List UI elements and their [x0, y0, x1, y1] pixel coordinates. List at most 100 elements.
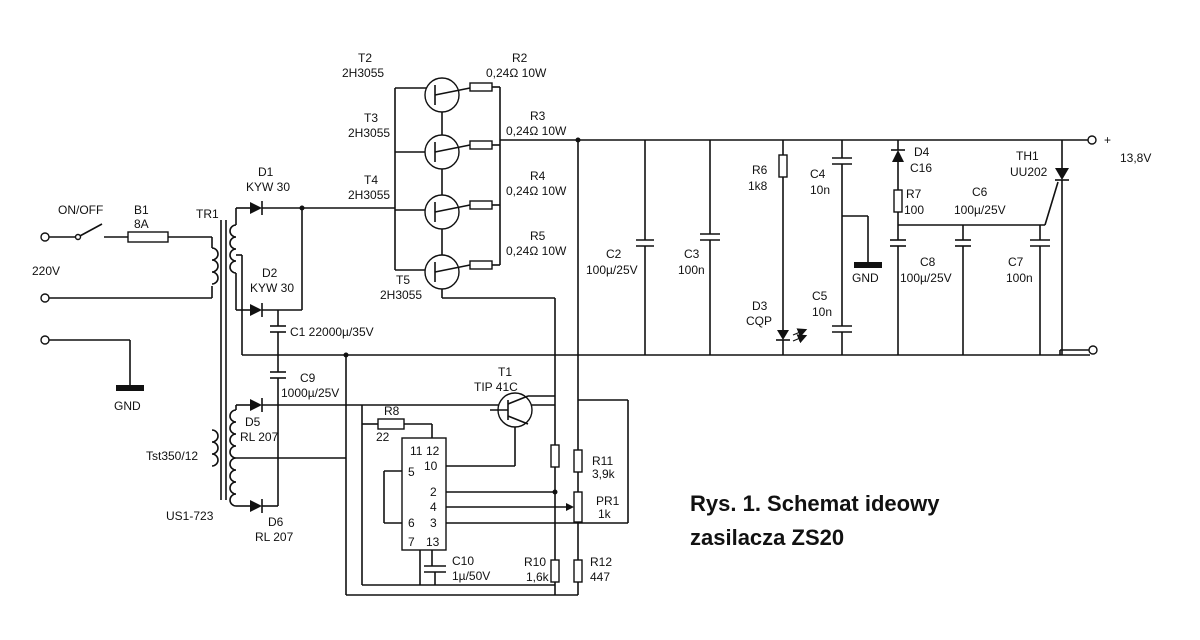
- label-d1-value: KYW 30: [246, 180, 290, 194]
- label-c2: C2: [606, 247, 622, 261]
- resistor-r4: [469, 200, 493, 210]
- transistor-t5: [424, 254, 460, 290]
- label-pin-12: 12: [426, 444, 440, 458]
- transistor-t4: [424, 194, 460, 230]
- resistor-r2: [469, 82, 493, 92]
- label-d5: D5: [245, 415, 261, 429]
- label-r12: R12: [590, 555, 612, 569]
- transistor-t3: [424, 134, 460, 170]
- aux-rectifier: [235, 352, 555, 513]
- label-gnd-middle: GND: [852, 271, 879, 285]
- label-gnd-left: GND: [114, 399, 141, 413]
- control-circuit: [345, 298, 629, 596]
- resistor-r5: [469, 260, 493, 270]
- output-terminal-plus: [1087, 135, 1097, 145]
- mains-input: [40, 223, 213, 391]
- label-c4: C4: [810, 167, 826, 181]
- label-t1: T1: [498, 365, 512, 379]
- label-r3: R3: [530, 109, 546, 123]
- label-t1-value: TIP 41C: [474, 380, 518, 394]
- label-mains: 220V: [32, 264, 60, 278]
- label-r12-value: 447: [590, 570, 610, 584]
- label-d5-value: RL 207: [240, 430, 279, 444]
- label-r11: R11: [592, 454, 613, 468]
- label-pin-6: 6: [408, 516, 415, 530]
- label-r7: R7: [906, 187, 922, 201]
- mains-terminal-bottom: [40, 293, 50, 303]
- pass-transistors: [394, 77, 555, 299]
- label-d3-value: CQP: [746, 314, 772, 328]
- label-d3: D3: [752, 299, 768, 313]
- label-r6-value: 1k8: [748, 179, 768, 193]
- zener-d4: [892, 150, 904, 162]
- ground-symbol-left: [116, 385, 144, 391]
- label-output-voltage: 13,8V: [1120, 151, 1151, 165]
- label-d1: D1: [258, 165, 274, 179]
- label-pin-7: 7: [408, 535, 415, 549]
- label-c8: C8: [920, 255, 936, 269]
- main-rectifier: [235, 201, 395, 355]
- label-t4-value: 2H3055: [348, 188, 390, 202]
- label-r8-value: 22: [376, 430, 390, 444]
- label-th1: TH1: [1016, 149, 1039, 163]
- label-r3-value: 0,24Ω 10W: [506, 124, 567, 138]
- caption-line-2: zasilacza ZS20: [690, 525, 844, 550]
- label-pin-2: 2: [430, 485, 437, 499]
- label-r5-value: 0,24Ω 10W: [506, 244, 567, 258]
- transformer-tr1: [211, 220, 237, 507]
- label-r11-value: 3,9k: [592, 467, 616, 481]
- label-regulator-type: US1-723: [166, 509, 214, 523]
- resistor-t1-base: [550, 444, 560, 468]
- output-terminal-minus: [1088, 345, 1098, 355]
- label-switch: ON/OFF: [58, 203, 103, 217]
- label-plus: +: [1104, 133, 1111, 147]
- resistor-r8: [377, 418, 405, 430]
- label-tr1: TR1: [196, 207, 219, 221]
- label-pin-11: 11: [410, 444, 423, 458]
- earth-terminal: [40, 335, 50, 345]
- mains-terminal-top: [40, 232, 50, 242]
- resistor-r6: [778, 154, 788, 178]
- label-r6: R6: [752, 163, 768, 177]
- label-c7-value: 100n: [1006, 271, 1033, 285]
- label-c10: C10: [452, 554, 474, 568]
- ground-symbol-middle: [854, 262, 882, 268]
- label-t5: T5: [396, 273, 410, 287]
- label-r2: R2: [512, 51, 528, 65]
- label-t3-value: 2H3055: [348, 126, 390, 140]
- label-pr1: PR1: [596, 494, 620, 508]
- label-c1: C1 22000µ/35V: [290, 325, 374, 339]
- label-c7: C7: [1008, 255, 1024, 269]
- regulator-us1: [401, 437, 447, 551]
- label-d6-value: RL 207: [255, 530, 294, 544]
- label-fuse: B1: [134, 203, 149, 217]
- label-r4-value: 0,24Ω 10W: [506, 184, 567, 198]
- label-c6: C6: [972, 185, 988, 199]
- diode-d5: [250, 399, 262, 411]
- label-c3: C3: [684, 247, 700, 261]
- label-pin-4: 4: [430, 500, 437, 514]
- label-c10-value: 1µ/50V: [452, 569, 490, 583]
- label-th1-value: UU202: [1010, 165, 1048, 179]
- label-fuse-value: 8A: [134, 217, 149, 231]
- label-c2-value: 100µ/25V: [586, 263, 638, 277]
- label-t2: T2: [358, 51, 372, 65]
- label-t5-value: 2H3055: [380, 288, 422, 302]
- label-c5-value: 10n: [812, 305, 832, 319]
- crowbar-protection: [890, 140, 1069, 355]
- label-transformer-type: Tst350/12: [146, 449, 198, 463]
- label-c8-value: 100µ/25V: [900, 271, 952, 285]
- label-c6-value: 100µ/25V: [954, 203, 1006, 217]
- caption-line-1: Rys. 1. Schemat ideowy: [690, 491, 940, 516]
- led-d3: [777, 330, 789, 340]
- label-pr1-value: 1k: [598, 507, 612, 521]
- label-c3-value: 100n: [678, 263, 705, 277]
- output-filter: [575, 137, 882, 450]
- label-r8: R8: [384, 404, 400, 418]
- label-pin-10: 10: [424, 459, 438, 473]
- resistor-r3: [469, 140, 493, 150]
- label-r7-value: 100: [904, 203, 924, 217]
- label-d2-value: KYW 30: [250, 281, 294, 295]
- diode-d6: [250, 500, 262, 512]
- fuse-b1: [127, 231, 169, 243]
